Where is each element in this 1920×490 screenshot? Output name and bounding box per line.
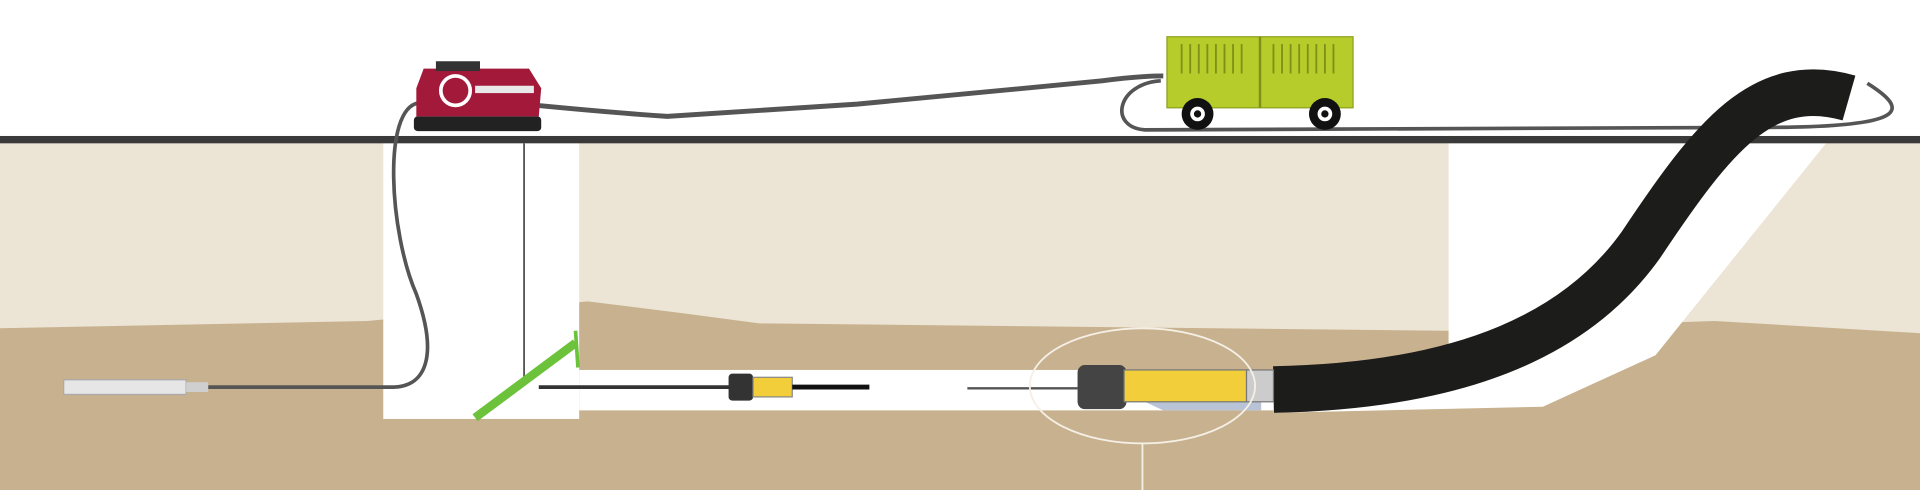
winch bbox=[413, 61, 542, 132]
pulling-tube bbox=[63, 379, 187, 396]
sky bbox=[0, 0, 1920, 141]
compressor bbox=[1166, 36, 1354, 130]
air-hose-winch-to-compressor bbox=[536, 73, 1164, 119]
small-mole bbox=[728, 373, 870, 401]
bursting-head bbox=[1077, 365, 1275, 411]
launch-pit bbox=[383, 142, 580, 419]
ground-surface-line bbox=[0, 135, 1920, 144]
winch-cable bbox=[208, 101, 430, 389]
guide-stand bbox=[472, 330, 580, 422]
new-pipe bbox=[1273, 69, 1856, 413]
